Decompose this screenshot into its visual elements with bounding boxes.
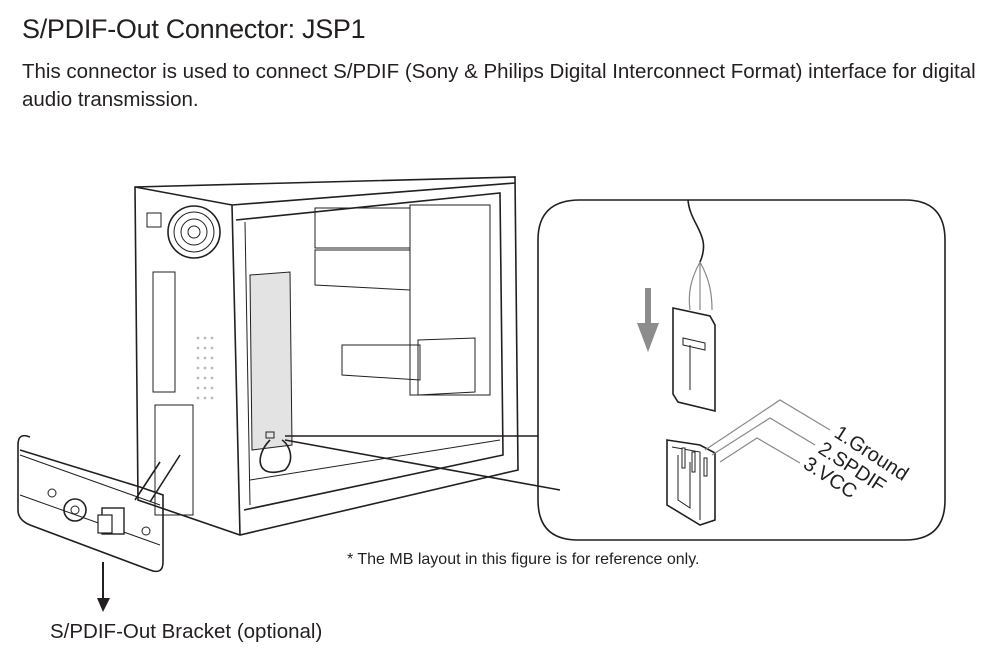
screw-icon <box>47 488 57 498</box>
reference-note: * The MB layout in this figure is for re… <box>347 551 700 568</box>
jsp1-header <box>265 431 275 439</box>
expansion-slots <box>154 404 194 516</box>
connector-detail-panel: 1.Ground 2.SPDIF 3.VCC <box>537 199 946 541</box>
cable <box>687 199 705 263</box>
spdif-plug <box>672 307 716 413</box>
installation-figure: 1.Ground 2.SPDIF 3.VCC <box>17 176 946 612</box>
insert-direction-arrow <box>637 288 659 352</box>
motherboard <box>249 271 293 451</box>
bracket-caption: S/PDIF-Out Bracket (optional) <box>50 620 323 643</box>
jsp1-pin-header <box>666 439 716 526</box>
psu-fan-icon <box>167 205 221 259</box>
screw-icon <box>141 526 151 536</box>
io-panel <box>152 271 176 393</box>
coaxial-port-icon <box>63 498 87 522</box>
page-title: S/PDIF-Out Connector: JSP1 <box>22 14 366 44</box>
connector-description: This connector is used to connect S/PDIF… <box>22 60 976 111</box>
pc-case-illustration <box>134 176 561 536</box>
spdif-bracket-illustration <box>17 434 181 612</box>
power-socket-icon <box>146 212 162 228</box>
